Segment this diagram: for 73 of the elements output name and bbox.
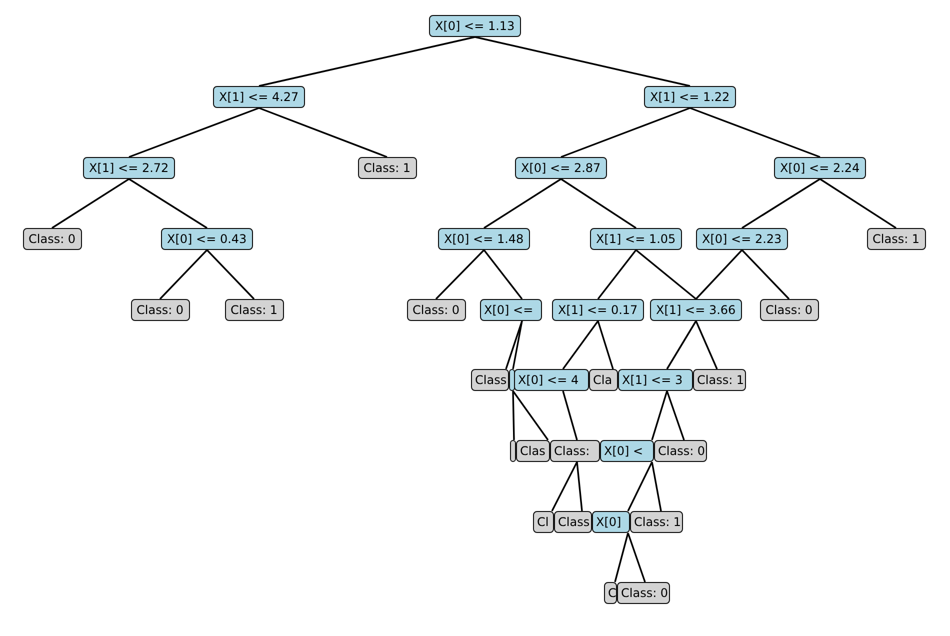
leaf-node: Class: 1 — [866, 228, 926, 250]
tree-branch-line — [651, 390, 668, 440]
split-node: X[0] <= 1.48 — [438, 228, 530, 250]
split-node: X[0] <= 4 — [514, 369, 589, 391]
leaf-node: Cla — [589, 369, 618, 391]
tree-branch-line — [435, 249, 485, 300]
tree-branch-line — [52, 178, 130, 229]
tree-branch-line — [474, 36, 690, 87]
split-node: X[1] <= 1.22 — [644, 86, 736, 108]
tree-branch-line — [576, 462, 583, 512]
leaf-node: Clas — [516, 440, 550, 462]
tree-branch-line — [551, 462, 578, 512]
leaf-node: Cl — [533, 511, 554, 533]
leaf-node: Class: 0 — [617, 582, 670, 604]
leaf-node: Class: 0 — [130, 299, 190, 321]
leaf-node: C — [604, 582, 617, 604]
tree-branch-line — [512, 390, 515, 440]
split-node: X[1] <= 0.17 — [552, 299, 644, 321]
tree-branch-line — [562, 320, 599, 370]
tree-branch-line — [597, 320, 614, 370]
tree-branch-line — [128, 178, 208, 229]
tree-branch-line — [635, 249, 697, 300]
leaf-node: Class: 1 — [630, 511, 684, 533]
tree-branch-line — [512, 320, 523, 370]
node-box — [510, 440, 516, 462]
split-node: X[1] <= 3.66 — [650, 299, 742, 321]
tree-branch-line — [258, 36, 476, 87]
tree-branch-line — [690, 107, 820, 158]
leaf-node: Class — [471, 369, 509, 391]
tree-branch-line — [627, 462, 653, 512]
split-node: X[0] < — [600, 440, 654, 462]
split-node: X[0] <= 2.23 — [696, 228, 788, 250]
tree-branch-line — [666, 320, 697, 370]
leaf-node: Class: 1 — [693, 369, 746, 391]
leaf-node: Class — [554, 511, 592, 533]
tree-branch-line — [741, 249, 790, 300]
split-node: X[0] <= 0.43 — [161, 228, 253, 250]
split-node: X[0] <= 1.13 — [429, 15, 521, 37]
tree-branch-line — [258, 107, 388, 158]
tree-branch-line — [560, 107, 690, 158]
split-node: X[1] <= 1.05 — [590, 228, 682, 250]
tree-branch-line — [505, 320, 523, 370]
tree-branch-line — [512, 390, 549, 440]
tree-branch-line — [651, 462, 662, 512]
leaf-node: Class: 1 — [358, 157, 417, 179]
tree-branch-line — [484, 178, 562, 229]
tree-branch-line — [614, 532, 629, 582]
tree-branch-line — [666, 390, 685, 440]
tree-branch-line — [695, 249, 743, 300]
split-node: X[1] <= 3 — [618, 369, 693, 391]
tree-branch-line — [159, 249, 208, 300]
tree-branch-line — [128, 107, 260, 158]
split-node: X[1] <= 4.27 — [213, 86, 305, 108]
tree-branch-line — [206, 249, 255, 300]
split-node: X[0] <= — [480, 299, 542, 321]
tree-branch-line — [627, 532, 646, 582]
split-node: X[0] <= 2.87 — [515, 157, 607, 179]
tree-branch-line — [742, 178, 820, 229]
leaf-node: Class: 0 — [760, 299, 819, 321]
split-node: X[1] <= 2.72 — [83, 157, 175, 179]
leaf-node: Class: 0 — [22, 228, 82, 250]
split-node: X[0] — [592, 511, 630, 533]
tree-branch-line — [483, 249, 523, 300]
leaf-node: Class: 0 — [406, 299, 466, 321]
leaf-node: Class: — [550, 440, 600, 462]
tree-branch-line — [820, 178, 896, 229]
tree-branch-line — [562, 390, 578, 440]
tree-branch-line — [695, 320, 718, 370]
leaf-node: Class: 0 — [654, 440, 708, 462]
leaf-node: Class: 1 — [224, 299, 284, 321]
split-node: X[0] <= 2.24 — [774, 157, 866, 179]
tree-branch-line — [560, 178, 636, 229]
tree-branch-line — [597, 249, 637, 300]
